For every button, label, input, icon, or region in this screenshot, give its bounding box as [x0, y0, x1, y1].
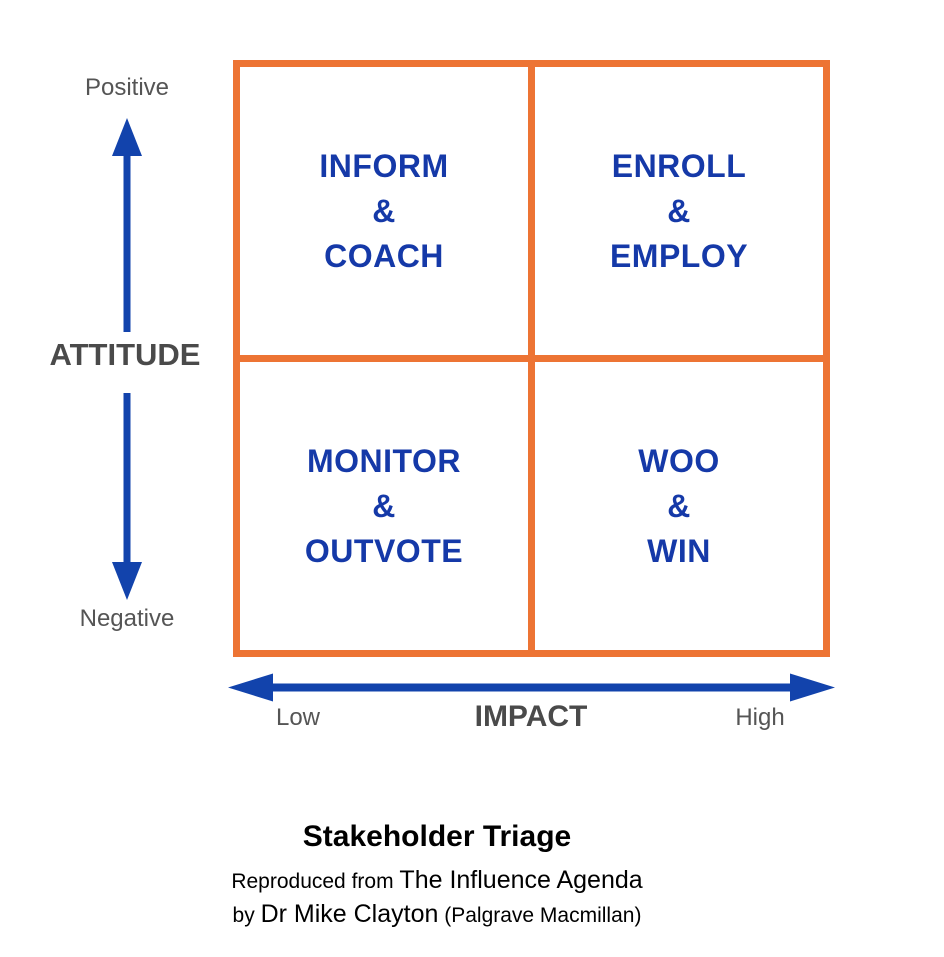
- quadrant-monitor-outvote: MONITOR & OUTVOTE: [240, 362, 528, 650]
- caption-reproduced-prefix: Reproduced from: [231, 870, 400, 893]
- x-axis-high-label: High: [735, 704, 785, 731]
- quadrant-label: ENROLL & EMPLOY: [609, 147, 749, 274]
- y-axis-negative-label: Negative: [79, 605, 175, 632]
- caption-author: Dr Mike Clayton: [260, 900, 439, 928]
- attitude-down-arrow-icon: [112, 393, 142, 600]
- y-axis-title: ATTITUDE: [49, 337, 201, 372]
- caption-author-line: by Dr Mike Clayton (Palgrave Macmillan): [0, 898, 874, 932]
- quadrant-enroll-employ: ENROLL & EMPLOY: [535, 67, 823, 355]
- figure-caption: Stakeholder Triage Reproduced from The I…: [0, 818, 874, 932]
- caption-publisher: (Palgrave Macmillan): [438, 904, 642, 927]
- caption-source-line: Reproduced from The Influence Agenda: [0, 864, 874, 898]
- caption-by-prefix: by: [232, 904, 261, 927]
- x-axis-title: IMPACT: [474, 700, 588, 733]
- caption-title: Stakeholder Triage: [302, 820, 572, 853]
- quadrant-grid: INFORM & COACH ENROLL & EMPLOY MONITOR &…: [233, 60, 830, 657]
- caption-book-title: The Influence Agenda: [399, 866, 643, 894]
- quadrant-label: WOO & WIN: [638, 442, 720, 569]
- attitude-up-arrow-icon: [112, 118, 142, 332]
- quadrant-label: MONITOR & OUTVOTE: [304, 442, 464, 569]
- x-axis-low-label: Low: [275, 704, 321, 731]
- impact-double-arrow-icon: [228, 673, 835, 702]
- y-axis-positive-label: Positive: [84, 74, 170, 101]
- quadrant-inform-coach: INFORM & COACH: [240, 67, 528, 355]
- quadrant-label: INFORM & COACH: [319, 147, 449, 274]
- quadrant-woo-win: WOO & WIN: [535, 362, 823, 650]
